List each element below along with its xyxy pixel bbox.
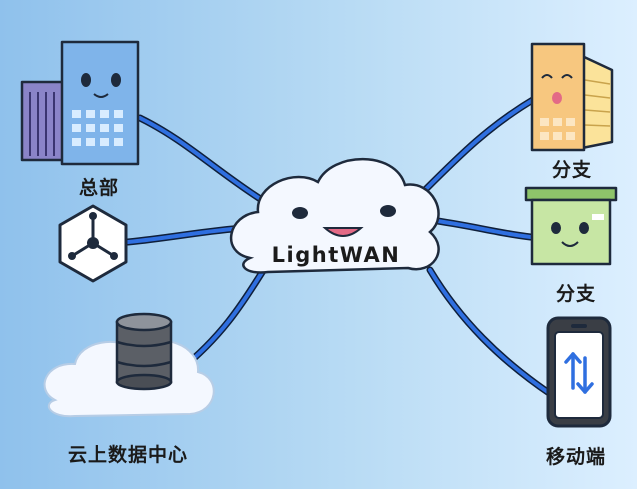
cloud-face — [292, 205, 396, 237]
connection-links — [124, 94, 556, 399]
hq-label: 总部 — [79, 177, 120, 199]
link-branch2 — [428, 218, 542, 240]
data-transfer-icon — [564, 352, 594, 394]
shop-icon — [530, 42, 614, 152]
cloud-dc-label: 云上数据中心 — [68, 444, 189, 466]
link-hq — [138, 116, 264, 202]
center-node-label: LightWAN — [271, 243, 401, 267]
branch1-label: 分支 — [552, 159, 593, 181]
database-icon — [115, 312, 173, 391]
link-mobile — [428, 268, 554, 397]
smartphone-icon — [546, 316, 612, 428]
link-hub — [126, 226, 247, 244]
branch2-label: 分支 — [556, 283, 597, 305]
office-building-icon — [20, 40, 140, 166]
hub-icon — [58, 204, 128, 283]
cabinet-icon — [524, 186, 618, 266]
link-branch1 — [423, 96, 538, 192]
central-cloud-icon — [229, 157, 440, 274]
cloud-datacenter-icon — [43, 312, 215, 418]
mobile-label: 移动端 — [546, 446, 607, 468]
